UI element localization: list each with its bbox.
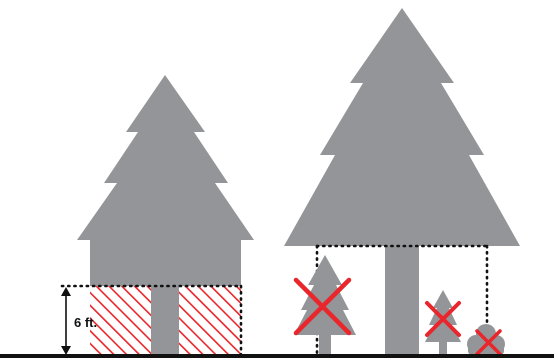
arrow-up-icon <box>61 287 71 296</box>
shrub <box>467 324 505 355</box>
tall-tree-crown <box>284 8 520 246</box>
ground-line <box>0 354 554 358</box>
left-tree <box>62 75 254 355</box>
ladder-tree-medium-trunk <box>319 335 331 355</box>
tall-tree-trunk <box>385 246 419 355</box>
height-label: 6 ft. <box>74 315 97 330</box>
left-tree-crown <box>77 75 254 286</box>
left-tree-trunk <box>151 286 179 355</box>
arrow-down-icon <box>61 346 71 355</box>
ladder-tree-medium <box>294 255 356 355</box>
ladder-tree-small <box>425 290 461 355</box>
ladder-tree-small-trunk <box>439 342 447 355</box>
